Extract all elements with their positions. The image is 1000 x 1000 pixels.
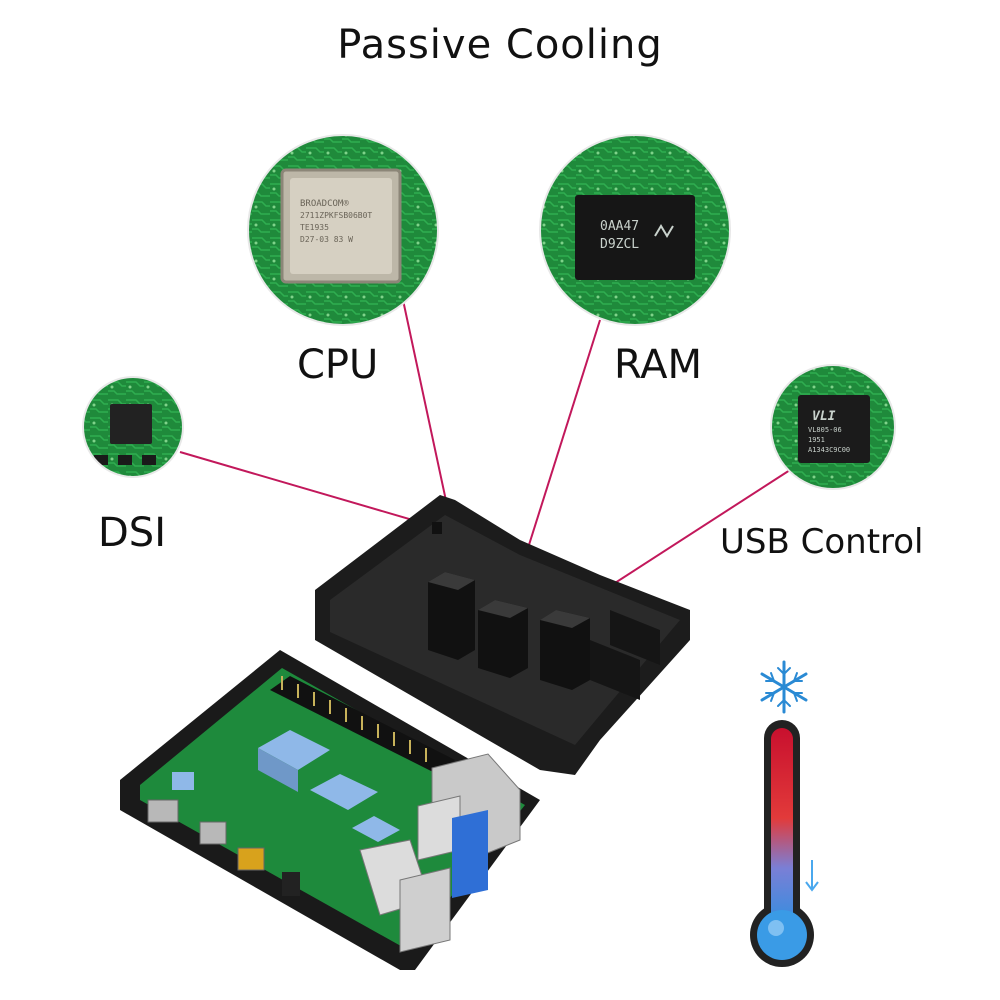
usb-chip-text-4: A1343C9C00 — [808, 446, 850, 454]
usb-chip-text-2: VL805-06 — [808, 426, 842, 434]
case-base — [120, 650, 540, 970]
dsi-label: DSI — [98, 510, 166, 556]
cpu-chip-text-4: D27-03 83 W — [300, 235, 353, 244]
usb-control-label: USB Control — [720, 522, 924, 562]
cpu-inset: BROADCOM® 2711ZPKFSB06B0T TE1935 D27-03 … — [248, 135, 438, 325]
snowflake-icon — [760, 660, 808, 714]
ram-inset: 0AA47 D9ZCL — [540, 135, 730, 325]
cpu-chip-text-3: TE1935 — [300, 223, 329, 232]
dsi-leader-line — [179, 451, 441, 529]
usb-chip-text-3: 1951 — [808, 436, 825, 444]
page-title: Passive Cooling — [337, 22, 663, 68]
ram-label: RAM — [614, 342, 703, 388]
cpu-chip-text-1: BROADCOM® — [300, 199, 349, 209]
usb-inset: VLI VL805-06 1951 A1343C9C00 — [771, 365, 895, 489]
usb-chip-text-1: VLI — [812, 409, 836, 424]
cpu-label: CPU — [297, 342, 379, 388]
dsi-inset — [83, 377, 183, 477]
cpu-chip-text-2: 2711ZPKFSB06B0T — [300, 211, 372, 220]
thermometer-icon — [750, 720, 819, 967]
ram-chip-text-2: D9ZCL — [600, 237, 639, 252]
ram-chip-text-1: 0AA47 — [600, 219, 639, 234]
case-lid — [315, 495, 690, 775]
